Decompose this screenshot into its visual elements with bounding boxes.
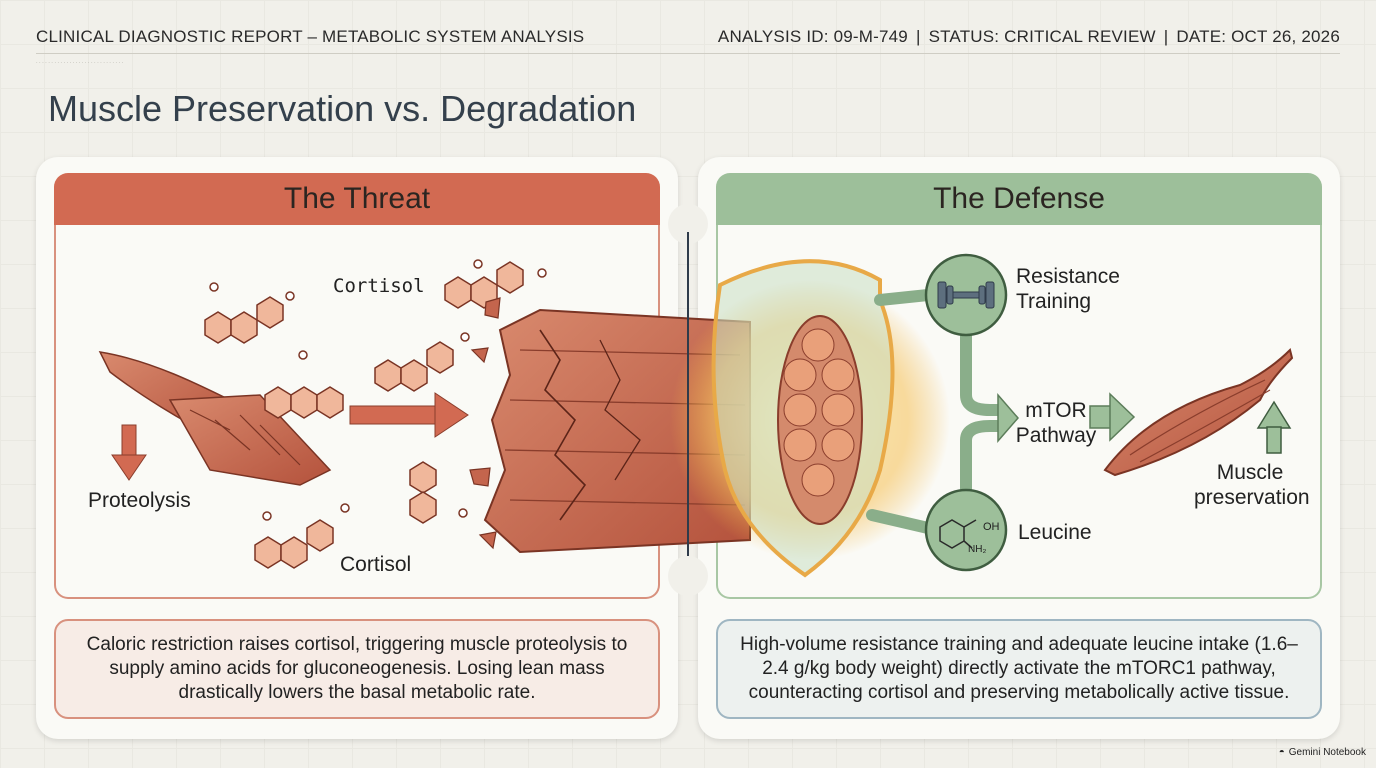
leucine-nh2-label: NH₂ [968,544,987,555]
proteolysis-label: Proteolysis [88,489,191,512]
threat-heading: The Threat [54,173,660,225]
report-meta: ANALYSIS ID: 09-M-749 | STATUS: CRITICAL… [718,27,1340,47]
broken-muscle-icon [98,351,332,486]
card-notch [668,556,708,596]
dumbbell-icon [924,253,1008,337]
meta-separator: | [915,26,921,46]
muscle-cross-section-icon [777,315,863,525]
mtor-pathway-label: mTOR Pathway [1015,399,1097,447]
leucine-molecule-icon [924,488,1008,572]
meta-separator: | [1163,26,1169,46]
cortisol-label: Cortisol [340,553,412,576]
muscle-icon [1103,348,1294,477]
right-arrow-icon [997,392,1019,444]
cortisol-label: Cortisol [333,275,425,297]
cortisol-molecule-icon [374,332,470,392]
cortisol-molecule-icon [264,350,344,419]
up-arrow-icon [1256,400,1292,454]
panel-divider [687,232,689,556]
muscle-preservation-label: Muscle preservation [1194,461,1310,509]
pathway-pipes [866,289,1006,534]
notebook-icon: ◓ [1278,747,1285,758]
status-label: STATUS: CRITICAL REVIEW [928,26,1156,46]
right-arrow-icon [1089,392,1136,442]
leucine-label: Leucine [1018,521,1092,544]
report-header: CLINICAL DIAGNOSTIC REPORT – METABOLIC S… [36,20,1340,54]
defense-heading: The Defense [716,173,1322,225]
down-arrow-icon [111,424,147,481]
resistance-training-label: Resistance Training [1016,265,1120,313]
brand-watermark: ◓ Gemini Notebook [1279,747,1366,758]
micro-text: · · · · · · · · · · · · · · · · · · · · … [36,60,124,66]
page-title: Muscle Preservation vs. Degradation [48,88,637,129]
threat-summary: Caloric restriction raises cortisol, tri… [54,619,660,719]
report-date: DATE: OCT 26, 2026 [1176,26,1340,46]
right-arrow-icon [349,392,469,438]
cortisol-molecule-icon [254,503,350,569]
cortisol-molecule-icon [204,282,295,344]
defense-summary: High-volume resistance training and adeq… [716,619,1322,719]
analysis-id: ANALYSIS ID: 09-M-749 [717,26,908,46]
leucine-oh-label: OH [983,521,1000,533]
cortisol-molecule-icon [409,461,468,524]
report-title: CLINICAL DIAGNOSTIC REPORT – METABOLIC S… [36,26,585,46]
brand-label: Gemini Notebook [1288,747,1366,758]
